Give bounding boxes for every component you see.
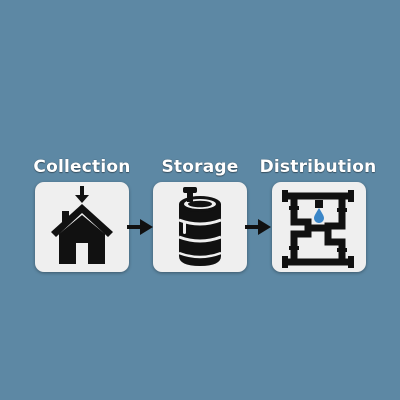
stage-label-distribution: Distribution bbox=[259, 157, 377, 177]
arrow-storage-to-distribution bbox=[244, 215, 272, 239]
house-with-down-arrow-icon bbox=[51, 186, 113, 264]
arrow-collection-to-storage bbox=[126, 215, 154, 239]
storage-tank-icon bbox=[178, 187, 222, 266]
distribution-card bbox=[272, 182, 366, 272]
stage-label-collection: Collection bbox=[33, 157, 131, 177]
storage-card bbox=[153, 182, 247, 272]
pipes-with-droplet-icon bbox=[282, 190, 354, 268]
collection-card bbox=[35, 182, 129, 272]
stage-label-storage: Storage bbox=[161, 157, 239, 177]
right-arrow-icon bbox=[127, 219, 153, 235]
right-arrow-icon bbox=[245, 219, 271, 235]
